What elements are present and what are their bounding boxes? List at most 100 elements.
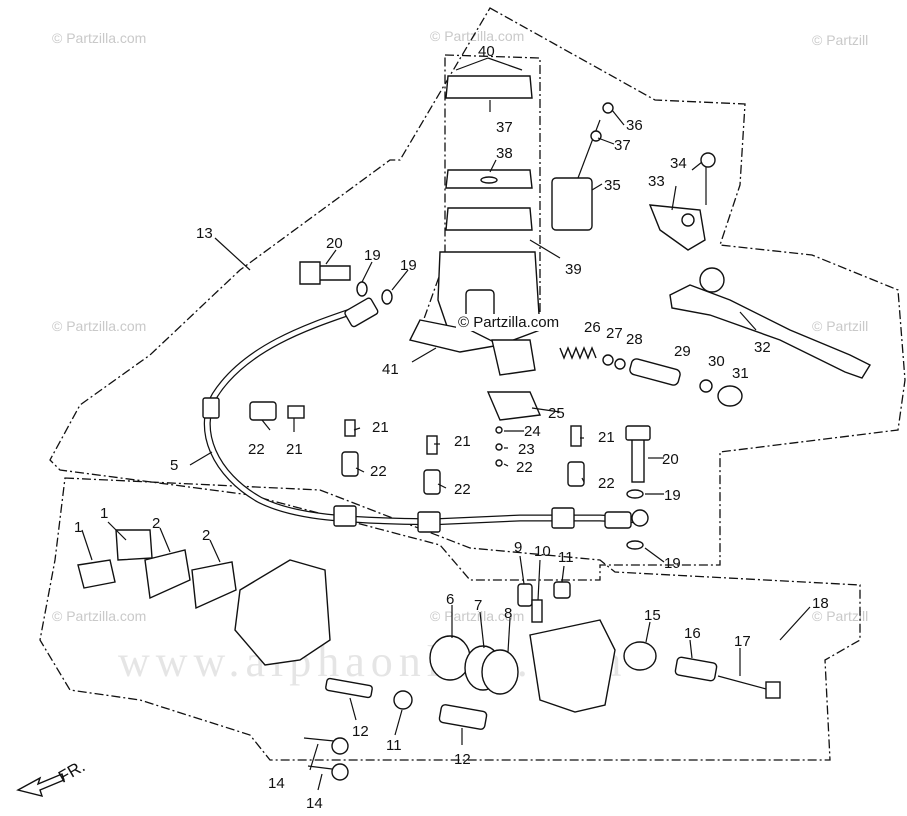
bolt-20-upper bbox=[299, 261, 351, 285]
watermark-top-left: © Partzilla.com bbox=[52, 30, 147, 46]
callout-14b: 14 bbox=[306, 795, 323, 812]
holder-26 bbox=[486, 391, 542, 421]
sleeve-16 bbox=[674, 656, 718, 682]
callout-35: 34 bbox=[670, 155, 687, 172]
diaphragm-40 bbox=[445, 207, 533, 231]
pin-10 bbox=[325, 677, 373, 699]
seal-28 bbox=[602, 354, 614, 366]
brake-pad-2a bbox=[144, 549, 191, 600]
callout-14a: 14 bbox=[268, 775, 285, 792]
watermark-top-right: © Partzill bbox=[812, 32, 869, 48]
callout-19-b: 19 bbox=[400, 257, 417, 274]
hose-fitting-top bbox=[344, 297, 379, 328]
caliper-bracket bbox=[234, 559, 331, 666]
callout-21-b: 21 bbox=[454, 433, 471, 450]
joint-22 bbox=[249, 401, 277, 421]
watermark-center: © Partzilla.com bbox=[456, 314, 562, 331]
callout-11: 11 bbox=[386, 737, 402, 754]
callout-29: 28 bbox=[626, 331, 643, 348]
callout-2a: 2 bbox=[152, 515, 160, 532]
watermark-mid-left: © Partzilla.com bbox=[52, 318, 147, 334]
callout-23: 22 bbox=[516, 459, 533, 476]
callout-26: 25 bbox=[548, 405, 565, 422]
callout-19-c: 19 bbox=[664, 487, 681, 504]
callout-36: 35 bbox=[604, 177, 621, 194]
caliper-body bbox=[529, 619, 616, 713]
callout-31: 30 bbox=[708, 353, 725, 370]
callout-39: 38 bbox=[496, 145, 513, 162]
callout-17: 17 bbox=[734, 633, 751, 650]
hose-clamp bbox=[202, 397, 220, 419]
boot-15 bbox=[623, 641, 657, 671]
callout-21-d: 21 bbox=[286, 441, 303, 458]
callout-33: 32 bbox=[754, 339, 771, 356]
callout-3: 5 bbox=[170, 457, 178, 474]
pivot-34 bbox=[648, 204, 706, 251]
piston-30 bbox=[629, 358, 681, 386]
sleeve-12 bbox=[438, 704, 488, 730]
callout-40: 39 bbox=[565, 261, 582, 278]
watermark-low-left: © Partzilla.com bbox=[52, 608, 147, 624]
seal-29 bbox=[614, 358, 626, 370]
leader-lines bbox=[81, 57, 811, 791]
callout-38: 37 bbox=[496, 119, 513, 136]
callout-22-d: 22 bbox=[248, 441, 265, 458]
callout-20-lower: 20 bbox=[662, 451, 679, 468]
callout-5: 7 bbox=[474, 597, 482, 614]
callout-19-a: 19 bbox=[364, 247, 381, 264]
callout-22-a: 22 bbox=[370, 463, 387, 480]
callout-1b: 1 bbox=[74, 519, 82, 536]
callout-20-upper: 20 bbox=[326, 235, 343, 252]
watermark-low-center: © Partzilla.com bbox=[430, 608, 525, 624]
clip-31 bbox=[699, 379, 713, 393]
callout-4: 6 bbox=[446, 591, 454, 608]
callout-34: 33 bbox=[648, 173, 665, 190]
callout-41: 41 bbox=[382, 361, 399, 378]
callout-15: 15 bbox=[644, 607, 661, 624]
cap-42 bbox=[445, 75, 533, 99]
callout-16: 16 bbox=[684, 625, 701, 642]
brake-pad-2b bbox=[191, 561, 237, 610]
seal-6 bbox=[481, 649, 519, 695]
callout-22-c: 22 bbox=[598, 475, 615, 492]
callout-28: 27 bbox=[606, 325, 623, 342]
pivot-bolt-35 bbox=[700, 152, 716, 168]
pad-spring-1a bbox=[77, 559, 116, 589]
nut-11 bbox=[393, 690, 413, 710]
banjo-end bbox=[631, 509, 649, 527]
callout-42: 40 bbox=[478, 43, 495, 60]
hose-clamp bbox=[417, 511, 441, 533]
callout-9: 11 bbox=[558, 549, 574, 566]
bolt-14b bbox=[331, 763, 349, 781]
watermark-top-center: © Partzilla.com bbox=[430, 28, 525, 44]
callout-24: 23 bbox=[518, 441, 535, 458]
callout-37b: 37 bbox=[614, 137, 631, 154]
bolt-20-lower bbox=[631, 437, 645, 483]
watermark-mid-right: © Partzill bbox=[812, 318, 869, 334]
callout-22-b: 22 bbox=[454, 481, 471, 498]
brake-lever-33 bbox=[669, 284, 871, 379]
bleeder-8 bbox=[531, 599, 543, 623]
joint-22 bbox=[423, 469, 441, 495]
callout-30: 29 bbox=[674, 343, 691, 360]
switch-36 bbox=[551, 177, 593, 231]
boot-32 bbox=[717, 385, 743, 407]
callout-10: 12 bbox=[352, 723, 369, 740]
callout-12: 12 bbox=[454, 751, 471, 768]
bleeder-7 bbox=[517, 583, 533, 607]
watermark-low-right: © Partzill bbox=[812, 608, 869, 624]
callout-27: 26 bbox=[584, 319, 601, 336]
joint-22 bbox=[341, 451, 359, 477]
joint-22 bbox=[567, 461, 585, 487]
callout-13: 13 bbox=[196, 225, 213, 242]
callout-32: 31 bbox=[732, 365, 749, 382]
hose-clamp bbox=[333, 505, 357, 527]
bolt-17 bbox=[765, 681, 781, 699]
group-outline-13 bbox=[49, 7, 906, 581]
callout-25: 24 bbox=[524, 423, 541, 440]
hose-clamp bbox=[551, 507, 575, 529]
holder-clamp bbox=[491, 339, 536, 376]
callout-2b: 2 bbox=[202, 527, 210, 544]
group-outline-18 bbox=[39, 477, 861, 761]
